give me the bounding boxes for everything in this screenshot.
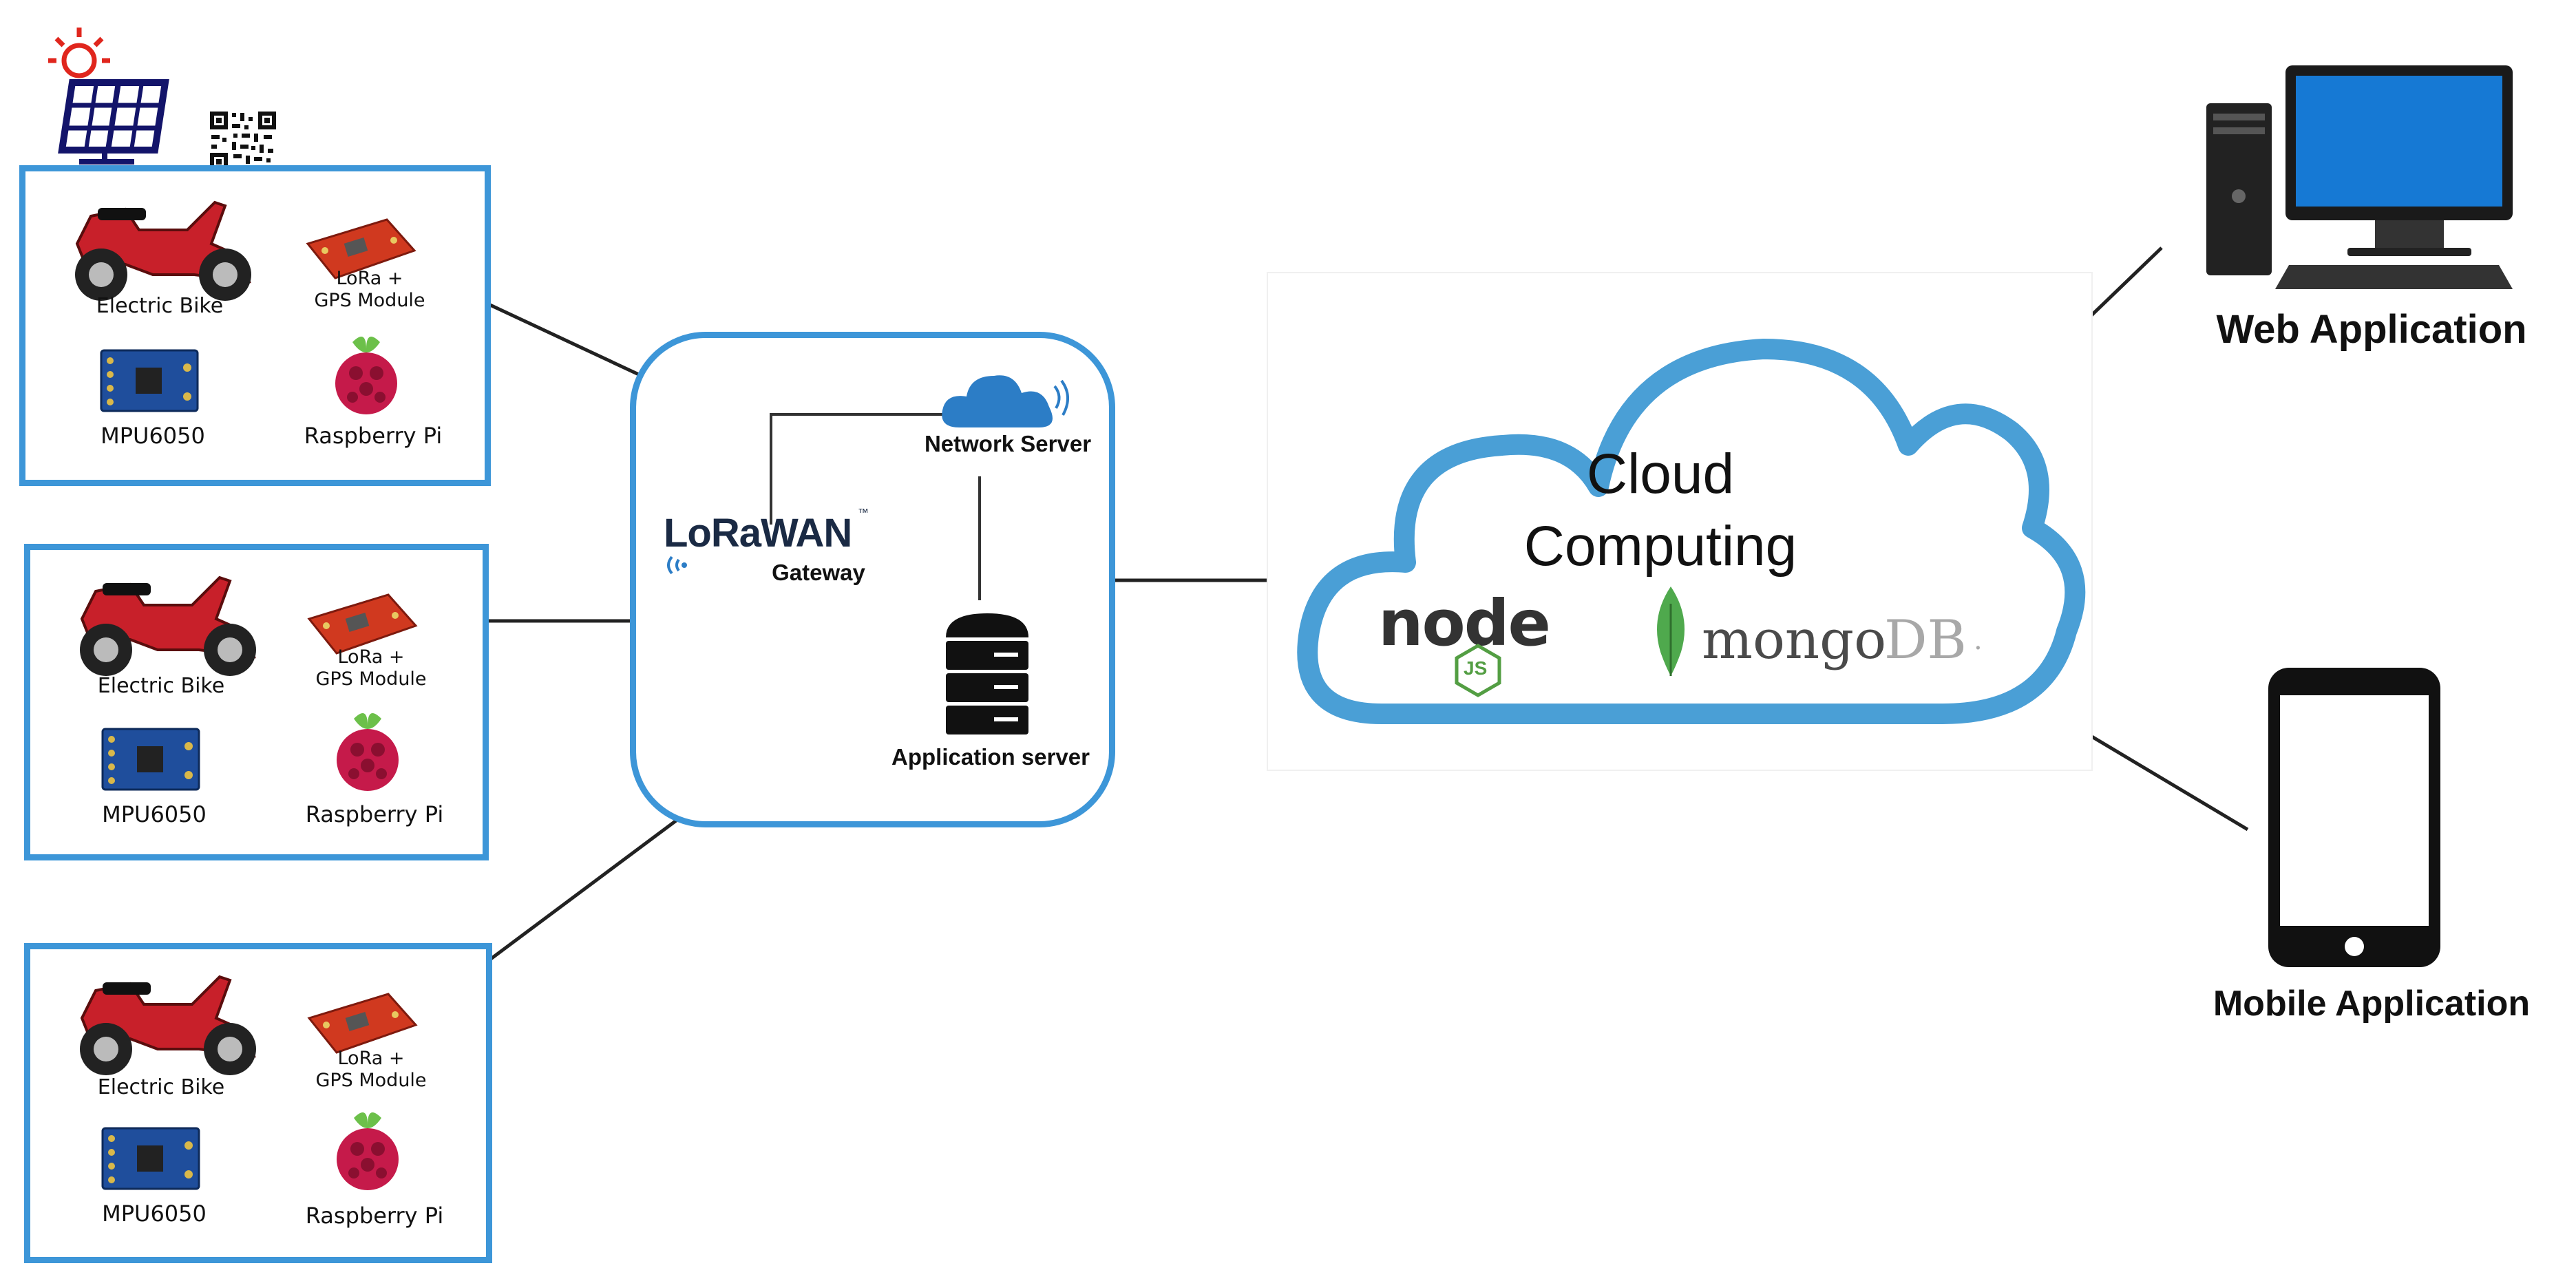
raspberry-pi-icon: [337, 713, 399, 791]
nodejs-js-badge: JS: [1464, 657, 1488, 679]
lorawan-logo-text: LoRaWAN: [664, 511, 852, 556]
application-server-icon: [946, 613, 1028, 734]
device-box-2: Electric Bike LoRa + GPS Module MPU6050 …: [24, 544, 489, 860]
nodejs-logo: node JS: [1378, 586, 1585, 697]
web-application-label: Web Application: [2216, 307, 2527, 352]
lora-gps-module-icon: [307, 593, 418, 655]
raspberry-pi-icon: [335, 337, 397, 414]
mpu6050-sensor-icon: [101, 1127, 200, 1190]
mongodb-logo: mongo DB .: [1650, 583, 2008, 679]
gateway-box: Network Server LoRaWAN ™ Gateway Applica…: [630, 332, 1115, 827]
mobile-application-label: Mobile Application: [2213, 984, 2531, 1024]
mongodb-leaf-icon: [1657, 586, 1685, 676]
application-server-label: Application server: [891, 744, 1090, 770]
lora-gps-module-icon: [307, 993, 418, 1054]
lora-gps-module-label-line1: LoRa +: [336, 268, 403, 289]
raspberry-pi-label: Raspberry Pi: [305, 1203, 444, 1229]
cloud-title-line1: Cloud: [1586, 443, 1735, 505]
raspberry-pi-label: Raspberry Pi: [305, 801, 444, 827]
solar-panel-icon: [48, 28, 169, 165]
lora-gps-module-label-line2: GPS Module: [315, 1070, 427, 1091]
gateway-connector-lines: [770, 413, 981, 600]
electric-bike-icon: [80, 975, 256, 1075]
lora-gps-module-label-line2: GPS Module: [315, 668, 427, 690]
lorawan-logo: LoRaWAN ™: [657, 503, 869, 575]
electric-bike-icon: [80, 575, 256, 676]
device-box-1: Electric Bike LoRa + GPS Module MPU6050 …: [19, 165, 491, 486]
gateway-label: Gateway: [772, 560, 865, 585]
qr-code-icon: [209, 110, 277, 172]
device-box-3: Electric Bike LoRa + GPS Module MPU6050 …: [24, 943, 492, 1263]
mongodb-logo-text-mongo: mongo: [1702, 609, 1887, 671]
lorawan-signal-icon: [667, 556, 687, 575]
mongodb-registered-mark: .: [1974, 624, 1983, 656]
network-server-cloud-icon: [942, 375, 1069, 427]
lora-gps-module-label-line2: GPS Module: [314, 290, 425, 311]
electric-bike-label: Electric Bike: [96, 294, 224, 318]
cloud-title-line2: Computing: [1523, 515, 1797, 578]
cloud-panel: Cloud Computing node JS mongo DB .: [1267, 272, 2093, 771]
smartphone-icon: [2268, 668, 2440, 967]
nodejs-badge-icon: [1455, 644, 1501, 697]
mpu6050-label: MPU6050: [102, 801, 207, 827]
lora-gps-module-label-line1: LoRa +: [337, 646, 405, 668]
mongodb-logo-text-db: DB: [1884, 609, 1967, 671]
electric-bike-label: Electric Bike: [97, 674, 225, 698]
raspberry-pi-label: Raspberry Pi: [304, 423, 443, 449]
lorawan-trademark: ™: [858, 507, 869, 519]
electric-bike-label: Electric Bike: [97, 1075, 225, 1099]
lora-gps-module-icon: [306, 218, 416, 279]
mpu6050-label: MPU6050: [102, 1201, 207, 1227]
mpu6050-label: MPU6050: [101, 423, 205, 449]
lora-gps-module-label-line1: LoRa +: [337, 1048, 405, 1069]
network-server-label: Network Server: [924, 431, 1092, 456]
nodejs-logo-text: node: [1378, 586, 1551, 660]
raspberry-pi-icon: [337, 1112, 399, 1190]
cloud-outline: [1297, 339, 2086, 724]
electric-bike-icon: [75, 200, 251, 301]
desktop-computer-icon: [2206, 65, 2513, 289]
mpu6050-sensor-icon: [100, 349, 199, 412]
mpu6050-sensor-icon: [101, 728, 200, 791]
